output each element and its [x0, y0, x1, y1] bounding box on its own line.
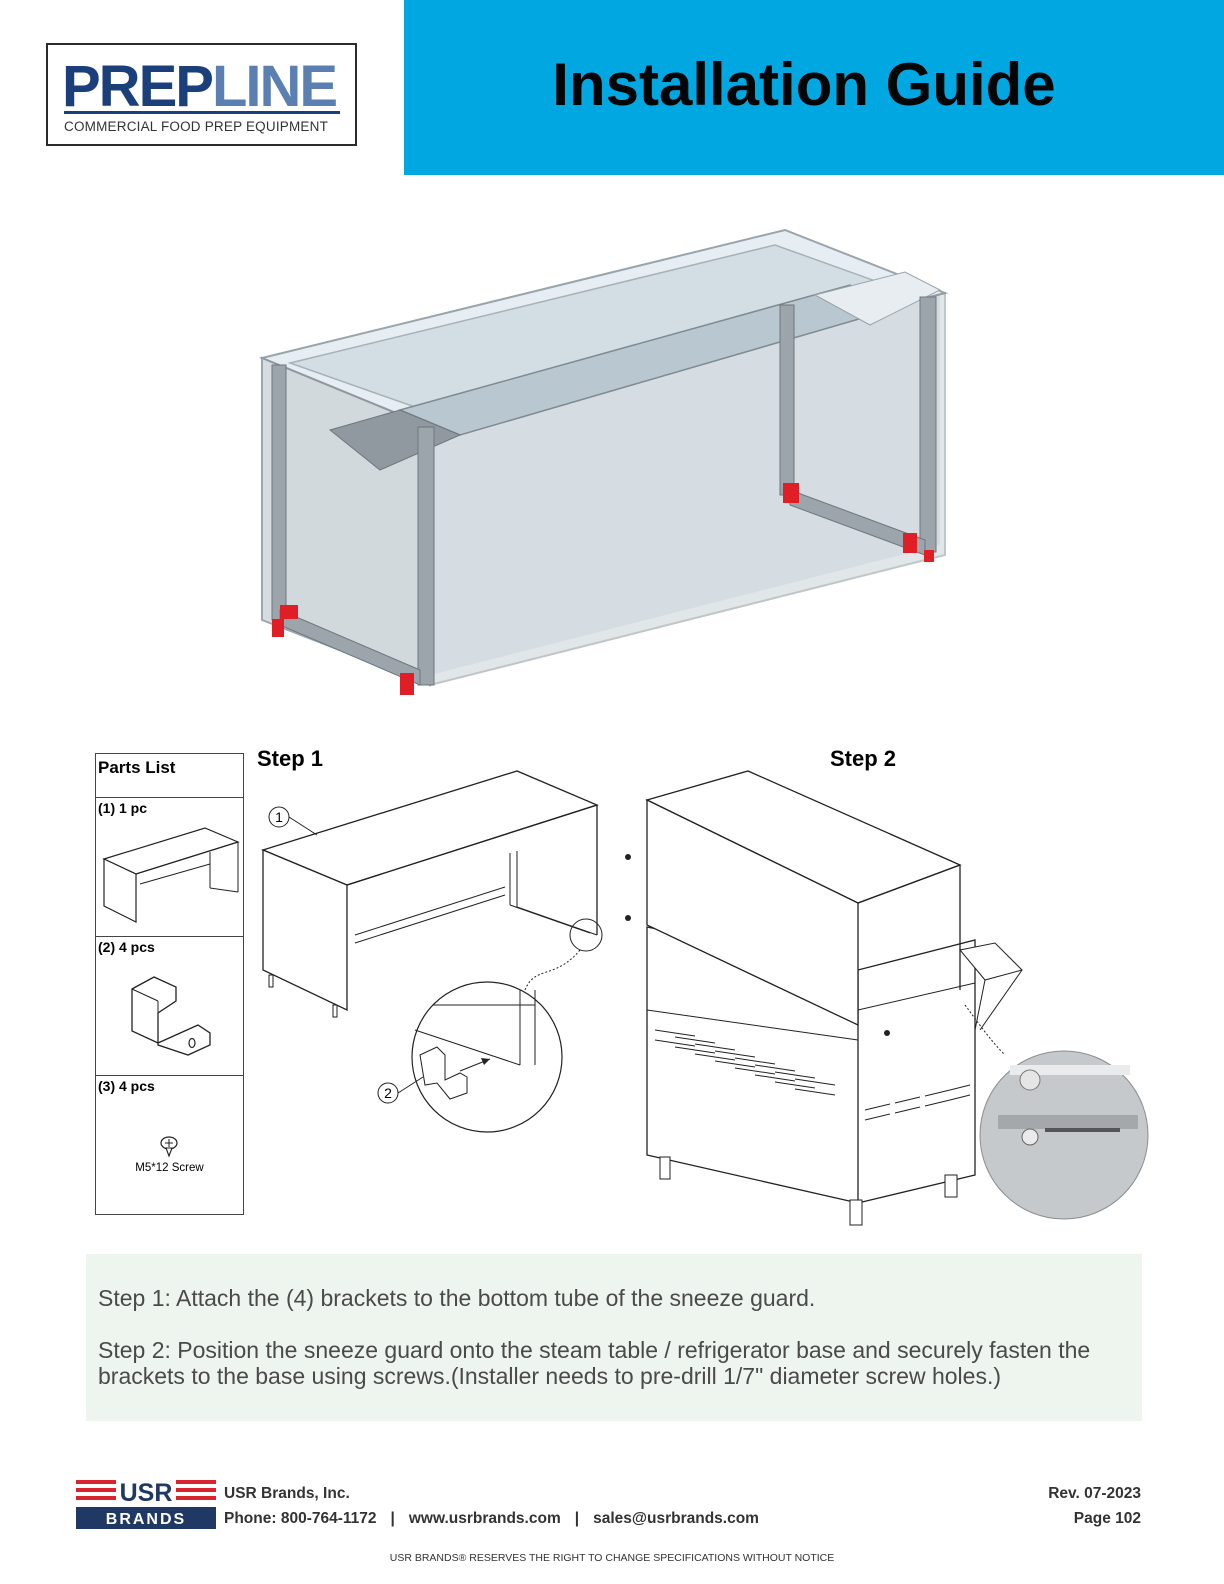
part-label: (1) 1 pc — [98, 800, 148, 816]
page-number: Page 102 — [1073, 1510, 1141, 1527]
part-label: (2) 4 pcs — [98, 939, 155, 955]
instructions-box: Step 1: Attach the (4) brackets to the b… — [86, 1254, 1142, 1421]
parts-list-title: Parts List — [98, 758, 176, 777]
separator: | — [574, 1510, 580, 1527]
step-1-diagram: 1 2 — [261, 770, 603, 1133]
logo-usr-text: USR — [120, 1480, 173, 1507]
prepline-logo: PREPLINE COMMERCIAL FOOD PREP EQUIPMENT — [46, 43, 357, 146]
email-link[interactable]: sales@usrbrands.com — [593, 1510, 759, 1527]
logo-tagline: COMMERCIAL FOOD PREP EQUIPMENT — [64, 119, 329, 134]
instruction-step-2: Step 2: Position the sneeze guard onto t… — [98, 1337, 1091, 1389]
website-link[interactable]: www.usrbrands.com — [408, 1510, 561, 1527]
sneeze-guard-product-image — [258, 228, 949, 695]
header-band: Installation Guide — [404, 0, 1224, 175]
callout-2: 2 — [384, 1085, 392, 1101]
contact-line: Phone: 800-764-1172 | www.usrbrands.com | sa… — [224, 1510, 759, 1528]
instruction-step-1: Step 1: Attach the (4) brackets to the b… — [98, 1285, 816, 1311]
separator: | — [390, 1510, 395, 1527]
revision-label: Rev. 07-2023 — [1048, 1485, 1141, 1502]
usr-brands-logo: USR BRANDS — [76, 1480, 216, 1529]
callout-1: 1 — [275, 809, 283, 825]
logo-wordmark: PREPLINE — [62, 54, 338, 119]
bracket-icon — [131, 976, 211, 1056]
part-label: (3) 4 pcs — [98, 1078, 155, 1094]
parts-list: Parts List (1) 1 pc (2) 4 pcs (3) 4 pcs — [95, 753, 244, 1215]
screw-icon — [160, 1136, 178, 1158]
parts-list-item: (1) 1 pc — [96, 797, 243, 937]
screw-caption: M5*12 Screw — [135, 1162, 204, 1174]
step-2-label: Step 2 — [830, 746, 897, 771]
parts-list-item: (2) 4 pcs — [96, 936, 243, 1076]
page-title: Installation Guide — [552, 51, 1056, 118]
parts-list-item: (3) 4 pcs M5*12 Screw — [96, 1075, 243, 1215]
disclaimer: USR BRANDS® RESERVES THE RIGHT TO CHANGE… — [389, 1552, 835, 1564]
step-1-label: Step 1 — [257, 746, 324, 771]
phone-number: Phone: 800-764-1172 — [224, 1510, 377, 1527]
company-name: USR Brands, Inc. — [224, 1485, 350, 1502]
logo-brands-text: BRANDS — [106, 1511, 186, 1528]
sneeze-guard-frame-icon — [102, 827, 240, 923]
step-2-diagram — [625, 770, 1149, 1226]
logo-rule — [64, 111, 340, 114]
